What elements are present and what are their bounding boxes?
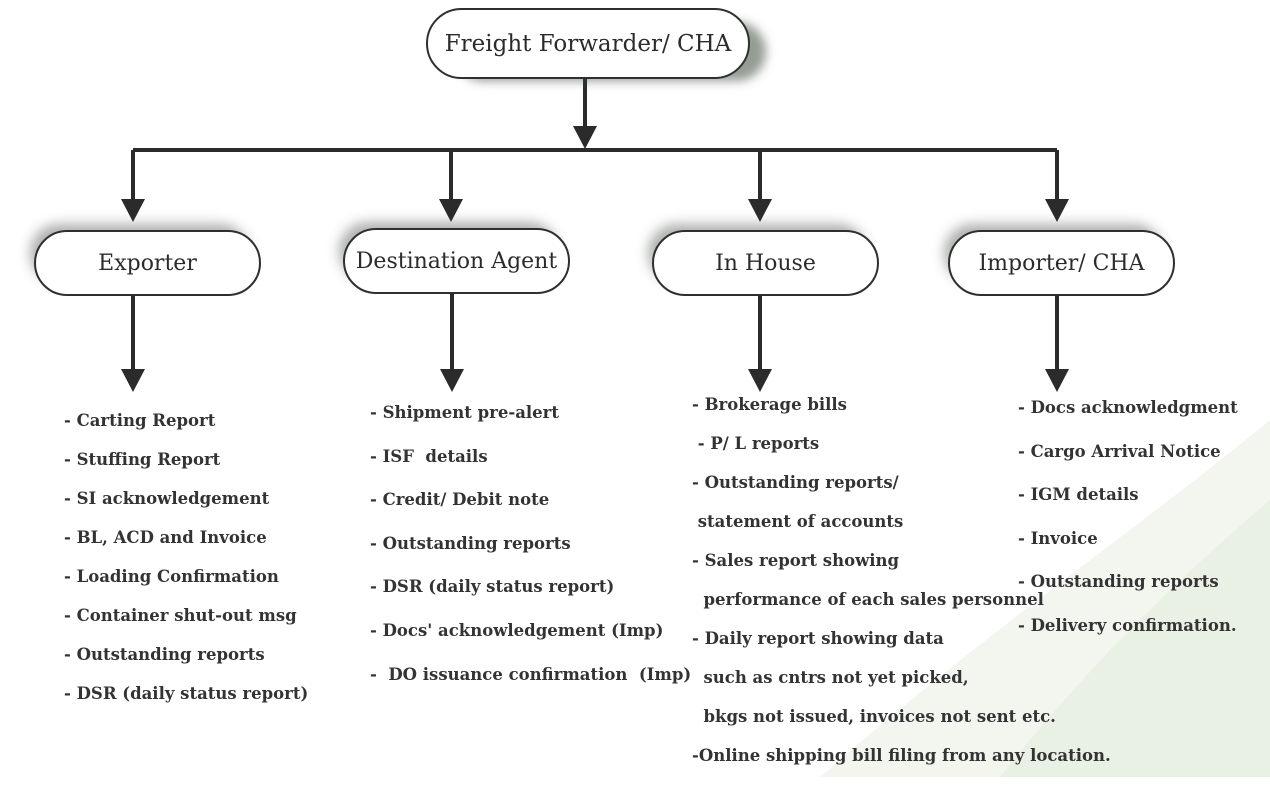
list-item: - Invoice — [1018, 528, 1098, 548]
list-item: - Sales report showing — [692, 551, 900, 570]
branch-node-label: Destination Agent — [355, 248, 558, 274]
arrow-in-house-list — [748, 369, 772, 392]
branch-node-label: Exporter — [98, 250, 197, 276]
list-item: - Cargo Arrival Notice — [1018, 441, 1221, 461]
list-item: - Outstanding reports — [370, 533, 571, 553]
list-item: - Loading Confirmation — [64, 567, 279, 586]
list-item: - BL, ACD and Invoice — [64, 528, 267, 547]
list-item: - Docs acknowledgment — [1018, 398, 1238, 417]
list-item: - Outstanding reports/ — [692, 473, 899, 492]
list-item: - Shipment pre-alert — [370, 403, 559, 422]
list-item: - Credit/ Debit note — [370, 490, 550, 510]
arrow-importer — [1045, 199, 1069, 222]
list-item: - Container shut-out msg — [64, 606, 297, 625]
list-item: - Stuffing Report — [64, 450, 221, 469]
list-item: - SI acknowledgement — [64, 489, 270, 508]
list-item: - Daily report showing data — [692, 629, 944, 648]
arrow-exporter-list — [121, 369, 145, 392]
arrow-destination-agent-list — [440, 369, 464, 392]
arrow-root — [573, 126, 597, 149]
branch-node-label: In House — [715, 250, 816, 276]
list-item: - Carting Report — [64, 411, 216, 430]
branch-node-in-house: In House — [652, 230, 879, 296]
list-item: performance of each sales personnel — [692, 590, 1044, 609]
arrow-destination-agent — [439, 199, 463, 222]
destination-agent-items-list: - Shipment pre-alert - ISF details - Cre… — [370, 403, 691, 708]
branch-node-exporter: Exporter — [34, 230, 261, 296]
list-item: such as cntrs not yet picked, — [692, 668, 969, 687]
list-item: -Online shipping bill filing from any lo… — [692, 746, 1111, 765]
list-item: - Outstanding reports — [1018, 572, 1219, 592]
arrow-importer-list — [1045, 369, 1069, 392]
arrow-in-house — [748, 199, 772, 222]
branch-node-label: Importer/ CHA — [978, 250, 1145, 276]
list-item: - Outstanding reports — [64, 645, 265, 664]
list-item: - Delivery confirmation. — [1018, 615, 1237, 635]
list-item: - ISF details — [370, 446, 488, 466]
list-item: statement of accounts — [692, 512, 904, 531]
exporter-items-list: - Carting Report - Stuffing Report - SI … — [64, 411, 308, 723]
in-house-items-list: - Brokerage bills - P/ L reports - Outst… — [692, 395, 1111, 785]
list-item: - P/ L reports — [692, 434, 820, 453]
branch-node-destination-agent: Destination Agent — [343, 228, 570, 294]
list-item: - Brokerage bills — [692, 395, 847, 414]
list-item: - DSR (daily status report) — [64, 684, 309, 703]
root-node: Freight Forwarder/ CHA — [426, 8, 750, 79]
importer-items-list: - Docs acknowledgment - Cargo Arrival No… — [1018, 398, 1238, 660]
list-item: - DSR (daily status report) — [370, 577, 615, 597]
arrow-exporter — [121, 199, 145, 222]
list-item: bkgs not issued, invoices not sent etc. — [692, 707, 1056, 726]
branch-node-importer: Importer/ CHA — [948, 230, 1175, 296]
list-item: - Docs' acknowledgement (Imp) — [370, 620, 664, 640]
list-item: - IGM details — [1018, 485, 1139, 505]
list-item: - DO issuance confirmation (Imp) — [370, 664, 692, 684]
root-node-label: Freight Forwarder/ CHA — [444, 30, 732, 57]
